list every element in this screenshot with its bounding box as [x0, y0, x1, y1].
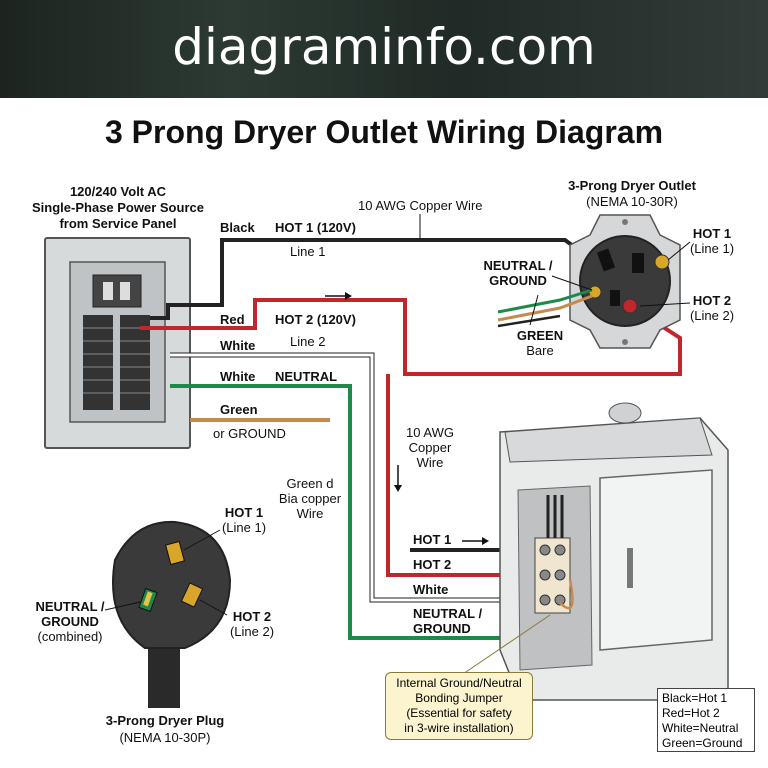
outlet-model: (NEMA 10-30R)	[586, 194, 678, 209]
dryer-white-label: White	[413, 582, 448, 597]
callout-line4: in 3-wire installation)	[404, 721, 514, 735]
green-label: Green	[220, 402, 258, 417]
page-title: 3 Prong Dryer Outlet Wiring Diagram	[104, 114, 664, 150]
green-wire-neutral	[170, 384, 548, 640]
legend-black: Black=Hot 1	[662, 691, 728, 705]
panel-label-line1: 120/240 Volt AC	[70, 184, 167, 199]
breaker-column-left	[83, 315, 113, 410]
plug-ground: GROUND	[41, 614, 99, 629]
outlet-title: 3-Prong Dryer Outlet	[568, 178, 697, 193]
callout-line3: (Essential for safety	[406, 706, 512, 720]
red-wire-to-dryer	[386, 374, 545, 577]
black-label: Black	[220, 220, 255, 235]
black-wire-hot1	[150, 238, 594, 320]
or-ground-label: or GROUND	[213, 426, 286, 441]
site-name: diagraminfo.com	[172, 18, 596, 76]
red-wire-hot2	[140, 298, 682, 376]
outlet-ground: GROUND	[489, 273, 547, 288]
plug-hot1: HOT 1	[225, 505, 263, 520]
copper-wire-label: 10 AWG Copper Wire	[358, 198, 483, 213]
dryer-plug	[104, 520, 232, 708]
green-copper-label-1: Green d	[287, 476, 334, 491]
outlet-bare: Bare	[526, 343, 553, 358]
dryer-neutral-label: NEUTRAL /	[413, 606, 482, 621]
service-panel	[44, 237, 191, 449]
breaker-column-right	[120, 315, 150, 410]
color-legend: Black=Hot 1 Red=Hot 2 White=Neutral Gree…	[657, 688, 755, 752]
legend-white: White=Neutral	[662, 721, 739, 735]
dryer-hot2-label: HOT 2	[413, 557, 451, 572]
awg-label-3: Wire	[417, 455, 444, 470]
callout-line1: Internal Ground/Neutral	[396, 676, 522, 690]
line2-label: Line 2	[290, 334, 325, 349]
outlet-neutral: NEUTRAL /	[483, 258, 552, 273]
green-copper-label-3: Wire	[297, 506, 324, 521]
plug-hot2: HOT 2	[233, 609, 271, 624]
outlet-green: GREEN	[517, 328, 563, 343]
arrow-right-icon	[325, 292, 352, 300]
plug-model: (NEMA 10-30P)	[119, 730, 210, 745]
panel-label-line3: from Service Panel	[59, 216, 176, 231]
dryer-appliance	[459, 402, 729, 701]
legend-red: Red=Hot 2	[662, 706, 720, 720]
panel-label-line2: Single-Phase Power Source	[32, 200, 204, 215]
white-label: White	[220, 338, 255, 353]
arrow-right-icon-2	[462, 537, 489, 545]
red-label: Red	[220, 312, 245, 327]
dryer-outlet	[497, 214, 681, 349]
dryer-ground-label: GROUND	[413, 621, 471, 636]
site-banner: diagraminfo.com	[0, 0, 768, 98]
arrow-down-icon	[394, 465, 402, 492]
outlet-hot2: HOT 2	[693, 293, 731, 308]
legend-green: Green=Ground	[662, 736, 743, 750]
plug-neutral: NEUTRAL /	[35, 599, 104, 614]
plug-combined: (combined)	[37, 629, 102, 644]
neutral-label: NEUTRAL	[275, 369, 337, 384]
plug-title: 3-Prong Dryer Plug	[106, 713, 225, 728]
outlet-hot2-line: (Line 2)	[690, 308, 734, 323]
hot2-label: HOT 2 (120V)	[275, 312, 356, 327]
awg-label-1: 10 AWG	[406, 425, 454, 440]
outlet-hot1-line: (Line 1)	[690, 241, 734, 256]
callout-line2: Bonding Jumper	[415, 691, 503, 705]
hot1-label: HOT 1 (120V)	[275, 220, 356, 235]
outlet-hot1: HOT 1	[693, 226, 731, 241]
white-label-2: White	[220, 369, 255, 384]
plug-hot2-line: (Line 2)	[230, 624, 274, 639]
green-copper-label-2: Bia copper	[279, 491, 342, 506]
dryer-hot1-label: HOT 1	[413, 532, 451, 547]
plug-hot1-line: (Line 1)	[222, 520, 266, 535]
bonding-jumper-callout: Internal Ground/Neutral Bonding Jumper (…	[385, 672, 533, 740]
awg-label-2: Copper	[409, 440, 452, 455]
line1-label: Line 1	[290, 244, 325, 259]
